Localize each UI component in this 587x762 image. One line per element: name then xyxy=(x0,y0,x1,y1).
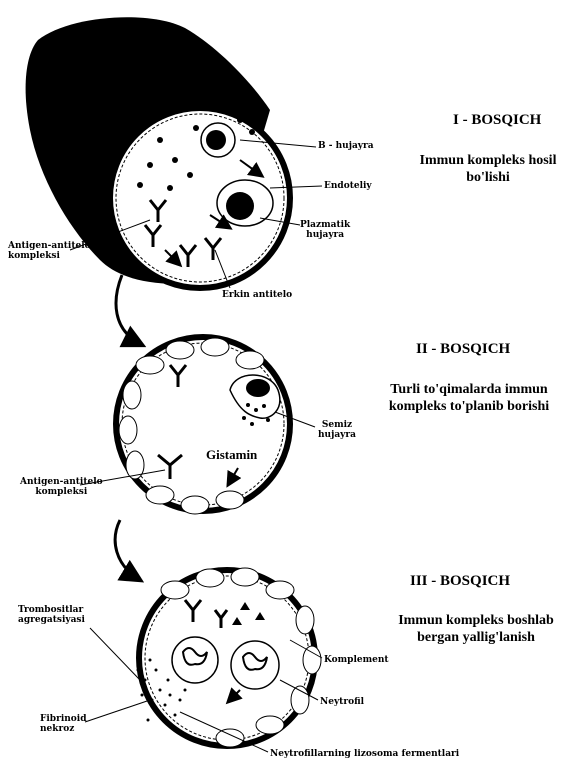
label-complement: Komplement xyxy=(324,655,389,665)
label-endothelium: Endoteliy xyxy=(324,181,372,191)
label-platelet-aggregation: Trombositlar agregatsiyasi xyxy=(18,605,85,625)
stage-2-description: Turli to'qimalarda immun kompleks to'pla… xyxy=(358,381,580,415)
label-mast-cell: Semiz hujayra xyxy=(318,420,356,440)
label-b-cell: B - hujayra xyxy=(318,141,374,151)
stage-1-description: Immun kompleks hosil bo'lishi xyxy=(398,152,578,186)
vessel-stage-3 xyxy=(137,568,322,747)
label-histamine: Gistamin xyxy=(206,447,257,463)
arrow-stage1-to-2 xyxy=(116,275,142,345)
stage-2-title: II - BOSQICH xyxy=(416,341,510,358)
stage-1-title: I - BOSQICH xyxy=(453,112,541,129)
arrow-stage2-to-3 xyxy=(115,520,140,580)
label-free-antibody: Erkin antitelo xyxy=(222,290,292,300)
stage-3-description: Immun kompleks boshlab bergan yallig'lan… xyxy=(370,612,582,646)
label-ag-ab-complex-2: Antigen-antitelo kompleksi xyxy=(20,477,103,497)
label-lysosomal-enzymes: Neytrofillarning lizosoma fermentlari xyxy=(270,749,459,759)
label-plasma-cell: Plazmatik hujayra xyxy=(300,220,350,240)
label-ag-ab-complex-1: Antigen-antitelo kompleksi xyxy=(8,241,91,261)
vessel-stage-2 xyxy=(116,337,290,514)
label-fibrinoid-necrosis: Fibrinoid nekroz xyxy=(40,714,87,734)
b-cell xyxy=(201,123,235,157)
stage-3-title: III - BOSQICH xyxy=(410,573,510,590)
label-neutrophil: Neytrofil xyxy=(320,697,364,707)
